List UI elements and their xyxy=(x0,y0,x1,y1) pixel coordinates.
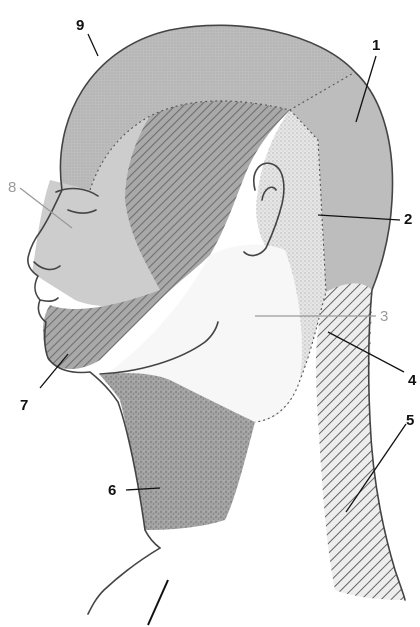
label-3: 3 xyxy=(380,308,388,325)
label-1: 1 xyxy=(372,37,380,54)
collar-mark xyxy=(148,580,168,625)
leader-9 xyxy=(88,34,98,56)
label-5: 5 xyxy=(406,412,414,429)
mouth xyxy=(40,298,58,301)
collar-line xyxy=(88,548,160,614)
label-7: 7 xyxy=(20,397,28,414)
label-9: 9 xyxy=(76,17,84,34)
label-6: 6 xyxy=(108,482,116,499)
zone-nape xyxy=(316,283,405,600)
label-2: 2 xyxy=(404,211,412,228)
label-8: 8 xyxy=(8,179,16,196)
label-4: 4 xyxy=(408,372,417,389)
